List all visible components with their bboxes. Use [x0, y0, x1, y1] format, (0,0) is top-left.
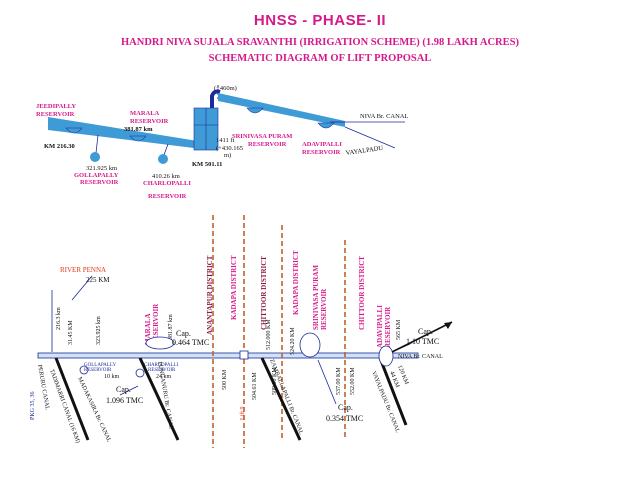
- bottom-schematic: ANANTAPUR DISTRICT KADAPA DISTRICT CHITT…: [30, 215, 453, 448]
- charlopalli-label: CHARLOPALLI RESERVOIR: [144, 363, 180, 373]
- top-schematic: JEEDIPALLY RESERVOIR KM 216.30 MARALA RE…: [36, 85, 408, 200]
- niva-canal-label: NIVA Br. CANAL: [360, 113, 408, 120]
- km-start-label: KM 216.30: [44, 143, 75, 150]
- lift-9-box: [239, 350, 249, 360]
- marala-km-label: 381.87 km: [168, 314, 174, 340]
- vayalpadu-label: VAYALPADU: [345, 145, 384, 157]
- km-225-label: 225 KM: [86, 276, 110, 284]
- peruru-canal-label: PERURU CANAL: [36, 364, 50, 411]
- madakasira-label: MADAKASIRA Br. CANAL: [76, 376, 112, 443]
- km-24-label: 24 km: [156, 374, 172, 380]
- jeedipally-label: JEEDIPALLY RESERVOIR: [36, 103, 77, 118]
- cap-0464-label: Cap. 0.464 TMC: [172, 329, 209, 347]
- niva-canal-arrow: [391, 321, 453, 353]
- madakasira-canal: [138, 357, 180, 441]
- pkg-label: PKG 35, 36: [30, 391, 36, 420]
- km-500-label: 500 KM: [222, 369, 228, 390]
- km-524-label: 524.20 KM: [290, 327, 296, 355]
- adavipalli-km-label: 565 KM: [396, 319, 402, 340]
- km-mid-label: KM 501.11: [192, 161, 222, 168]
- page-title: HNSS - PHASE- II: [253, 12, 387, 29]
- district-chittoor-1: CHITTOOR DISTRICT: [260, 256, 268, 330]
- tadimarri-canal: [54, 357, 90, 441]
- marala-label: MARALA RESERVOIR: [144, 303, 160, 345]
- gollapally-reservoir: [90, 152, 100, 162]
- charlopalli-label: 410.26 km CHARLOPALLI RESERVOIR: [143, 173, 193, 200]
- marala-reservoir: [129, 135, 147, 142]
- charlopalli-reservoir: [158, 154, 168, 164]
- srinivasa-reservoir: [246, 107, 264, 114]
- district-kadapa-1: KADAPA DISTRICT: [230, 255, 238, 320]
- diagram-title: SCHEMATIC DIAGRAM OF LIFT PROPOSAL: [208, 53, 432, 64]
- adavipalli-reservoir: [378, 345, 394, 367]
- cap-0354-label: Cap. 0.354 TMC: [326, 403, 363, 423]
- rising-main: [210, 89, 221, 108]
- lift9-label: Lift 9: [239, 407, 246, 421]
- srinivasa-reservoir: [299, 332, 321, 358]
- km-50461-label: 504.61 KM: [252, 372, 258, 400]
- lift-low-label: (+430.165: [216, 145, 243, 152]
- zamballapalli-label: ZAMBALLAPALLI Br. CANAL: [268, 359, 304, 436]
- district-chittoor-2: CHITTOOR DISTRICT: [358, 256, 366, 330]
- km-10-label: 10 km: [104, 374, 120, 380]
- district-anantapur: ANANTAPUR DISTRICT: [206, 255, 214, 335]
- srinivasa-label: SRINIVASA PURAM RESERVOIR: [312, 263, 328, 330]
- niva-canal-label: NIVA Br. CANAL: [398, 354, 443, 360]
- marala-reservoir: [145, 336, 175, 350]
- cap-110-label: Cap. 1.10 TMC: [406, 327, 439, 346]
- km-2163-label: 216.3 km: [56, 307, 62, 330]
- lift-top-label: (+460m): [214, 85, 237, 92]
- canal-right: [218, 93, 345, 127]
- km-509-label: 509.00 KM: [272, 367, 278, 395]
- km-3145-label: 31.45 KM: [68, 320, 74, 345]
- gollapally-label: GOLLAPALLY RESERVOIR: [84, 363, 117, 373]
- jeedipally-reservoir: [65, 127, 83, 134]
- adavipalli-label: ADAVIPALLI RESERVOIR: [376, 303, 392, 348]
- gollapally-label: 321.925 km GOLLAPALLY RESERVOIR: [74, 165, 120, 186]
- lift-ft-label: 1411 ft: [216, 137, 235, 144]
- river-penna-label: RIVER PENNA: [60, 266, 106, 274]
- canal-left: [48, 117, 210, 150]
- main-canal: [37, 352, 419, 359]
- zamballapalli-canal: [260, 357, 302, 441]
- lift-low-label-2: m): [224, 152, 231, 159]
- km-537-label: 537.00 KM: [336, 367, 342, 395]
- vayalpadu-canal: [378, 357, 408, 426]
- district-kadapa-2: KADAPA DISTRICT: [292, 250, 300, 315]
- km-552-label: 552.00 KM: [350, 367, 356, 395]
- cap-1096-label: Cap. 1.096 TMC: [106, 385, 143, 405]
- scheme-subtitle: HANDRI NIVA SUJALA SRAVANTHI (IRRIGATION…: [120, 37, 519, 48]
- km-512-label: 512.000 KM: [266, 319, 272, 350]
- adavipalli-reservoir: [317, 122, 335, 129]
- adavipalli-label: ADAVIPALLI RESERVOIR: [302, 141, 343, 156]
- srinivasa-label: SRINIVASA PURAM RESERVOIR: [232, 133, 294, 148]
- km-3239-label: 323.925 km: [96, 316, 102, 345]
- marala-label: MARALA RESERVOIR 381.87 km: [124, 110, 170, 133]
